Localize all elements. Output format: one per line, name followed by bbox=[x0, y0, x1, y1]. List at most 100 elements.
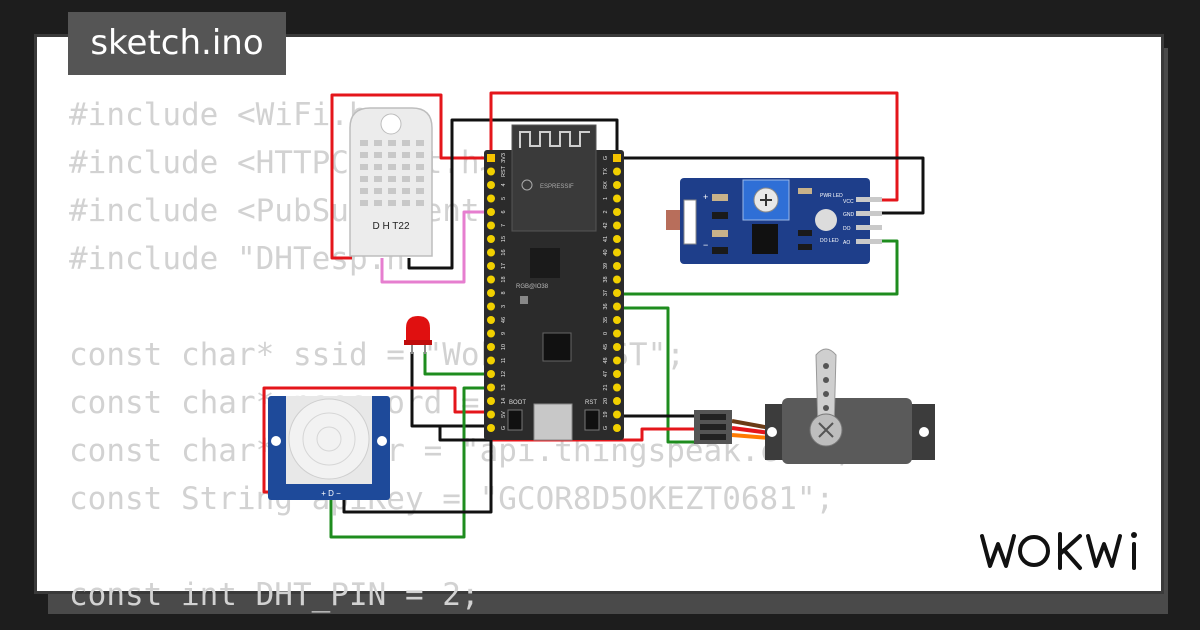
espressif-logo-icon bbox=[521, 179, 533, 191]
esp32-pin-left-10[interactable] bbox=[487, 289, 495, 297]
wire-dht-gnd[interactable] bbox=[407, 118, 619, 270]
pwr-led-label: PWR LED bbox=[820, 193, 843, 199]
wokwi-logo-text: WOKWI bbox=[976, 574, 980, 576]
esp32-pin-right-6[interactable] bbox=[613, 235, 621, 243]
reset-button[interactable] bbox=[584, 409, 600, 431]
esp32-pin-label-left-14: 10 bbox=[501, 344, 507, 350]
ldr-vcc-label: VCC bbox=[843, 199, 854, 205]
wokwi-logo: WOKWI bbox=[976, 532, 1137, 576]
esp32-pin-left-15[interactable] bbox=[487, 356, 495, 365]
esp32-pin-label-right-8: 39 bbox=[603, 263, 609, 269]
usb-chip bbox=[542, 332, 572, 362]
esp32-pin-label-right-19: 19 bbox=[603, 411, 609, 417]
esp32-pin-right-9[interactable] bbox=[613, 275, 621, 284]
esp32-pin-right-0[interactable] bbox=[613, 154, 621, 162]
esp32-pin-left-11[interactable] bbox=[487, 302, 495, 311]
rgb-led bbox=[520, 296, 528, 304]
wire-ldr-gnd[interactable] bbox=[617, 156, 925, 215]
esp32-pin-left-1[interactable] bbox=[487, 167, 495, 176]
esp32-pin-label-right-11: 36 bbox=[603, 303, 609, 309]
wire-dht-vcc[interactable] bbox=[330, 93, 491, 260]
wire-led-signal[interactable] bbox=[423, 352, 491, 376]
esp32-pin-label-right-1: TX bbox=[603, 168, 609, 175]
esp32-pin-right-15[interactable] bbox=[613, 356, 621, 365]
esp32-pin-label-right-20: G bbox=[603, 426, 609, 430]
esp32-pin-label-right-18: 20 bbox=[603, 398, 609, 404]
esp32-pin-right-12[interactable] bbox=[613, 316, 621, 324]
boot-button[interactable] bbox=[507, 409, 523, 431]
esp32-pin-right-7[interactable] bbox=[613, 248, 621, 257]
esp32-pin-right-8[interactable] bbox=[613, 262, 621, 270]
esp32-board[interactable]: ESPRESSIF RGB@IO38 BOOT RST 3V3RST456715… bbox=[484, 124, 624, 441]
esp32-pin-left-14[interactable] bbox=[487, 343, 495, 351]
esp32-pin-label-right-10: 37 bbox=[603, 290, 609, 296]
esp32-pin-right-11[interactable] bbox=[613, 302, 621, 311]
esp32-pin-left-12[interactable] bbox=[487, 316, 495, 324]
wire-dht-data[interactable] bbox=[380, 210, 491, 284]
esp32-pin-label-left-12: 46 bbox=[501, 317, 507, 323]
esp32-pin-headers: 3V3RST4567151617188346910111213145VGGTXR… bbox=[487, 153, 621, 432]
esp32-pin-label-left-6: 15 bbox=[501, 236, 507, 242]
esp32-pin-left-5[interactable] bbox=[487, 221, 495, 230]
esp32-pin-right-19[interactable] bbox=[613, 410, 621, 419]
pir-pin-labels: + D − bbox=[321, 489, 341, 498]
esp32-pin-label-left-8: 17 bbox=[501, 263, 507, 269]
esp32-pin-left-9[interactable] bbox=[487, 275, 495, 284]
esp32-pin-right-10[interactable] bbox=[613, 289, 621, 297]
esp32-pin-left-20[interactable] bbox=[487, 424, 495, 432]
esp32-pin-right-3[interactable] bbox=[613, 194, 621, 203]
ldr-socket bbox=[683, 199, 697, 245]
esp32-pin-right-1[interactable] bbox=[613, 167, 621, 176]
esp32-chip-label: ESPRESSIF bbox=[540, 184, 574, 190]
esp32-pin-label-right-7: 40 bbox=[603, 249, 609, 255]
pir-sensor[interactable]: + D − bbox=[268, 396, 390, 500]
dht22-sensor[interactable]: D H T22 bbox=[349, 107, 433, 257]
wire-servo-gnd[interactable] bbox=[615, 414, 700, 426]
esp32-pin-left-17[interactable] bbox=[487, 383, 495, 392]
esp32-pin-left-4[interactable] bbox=[487, 208, 495, 216]
esp32-pin-left-16[interactable] bbox=[487, 370, 495, 378]
esp32-pin-right-16[interactable] bbox=[613, 370, 621, 378]
esp32-pin-left-19[interactable] bbox=[487, 410, 495, 419]
red-led[interactable] bbox=[404, 316, 432, 354]
esp32-pin-right-18[interactable] bbox=[613, 397, 621, 405]
photoresistor bbox=[666, 210, 680, 230]
esp32-pin-right-4[interactable] bbox=[613, 208, 621, 216]
dht-label: D H T22 bbox=[372, 221, 409, 232]
esp32-pin-label-left-0: 3V3 bbox=[501, 153, 507, 163]
esp32-pin-label-left-15: 11 bbox=[501, 358, 507, 364]
esp32-pin-right-14[interactable] bbox=[613, 343, 621, 351]
wire-ldr-vcc[interactable] bbox=[489, 91, 899, 202]
esp32-pin-right-17[interactable] bbox=[613, 383, 621, 392]
esp32-pin-label-right-2: RX bbox=[603, 181, 609, 189]
esp32-pin-label-left-11: 3 bbox=[501, 305, 507, 308]
esp32-pin-left-6[interactable] bbox=[487, 235, 495, 243]
esp32-pin-right-2[interactable] bbox=[613, 181, 621, 189]
esp32-pin-left-7[interactable] bbox=[487, 248, 495, 257]
esp32-pin-label-left-16: 12 bbox=[501, 371, 507, 377]
code-line-11: const int DHT_PIN = 2; bbox=[69, 577, 480, 613]
wire-pir-gnd[interactable] bbox=[342, 426, 493, 514]
wire-ldr-ao[interactable] bbox=[617, 239, 899, 296]
esp32-pin-left-8[interactable] bbox=[487, 262, 495, 270]
esp32-pin-left-18[interactable] bbox=[487, 397, 495, 405]
servo-motor[interactable] bbox=[694, 348, 935, 464]
esp32-pin-label-right-6: 41 bbox=[603, 236, 609, 242]
esp32-pin-right-5[interactable] bbox=[613, 221, 621, 230]
esp32-pin-left-0[interactable] bbox=[487, 154, 495, 162]
esp32-pin-label-left-2: 4 bbox=[501, 183, 507, 186]
wire-pir-data[interactable] bbox=[329, 386, 491, 539]
file-tab[interactable]: sketch.ino bbox=[68, 12, 286, 75]
code-line-6: const char* ssid = "Wokwi-GUEST"; bbox=[69, 337, 685, 373]
esp32-pin-label-left-19: 5V bbox=[501, 411, 507, 418]
pot-screw-icon bbox=[760, 194, 772, 206]
esp32-pin-right-20[interactable] bbox=[613, 424, 621, 432]
esp32-pin-label-right-13: 0 bbox=[603, 332, 609, 335]
esp32-pin-left-3[interactable] bbox=[487, 194, 495, 203]
ldr-module[interactable]: + − PWR LED DO LED VCC GND DO AO bbox=[666, 178, 882, 264]
esp32-pin-right-13[interactable] bbox=[613, 329, 621, 338]
pir-mount-hole-right bbox=[377, 436, 387, 446]
esp32-pin-left-2[interactable] bbox=[487, 181, 495, 189]
esp32-pin-left-13[interactable] bbox=[487, 329, 495, 338]
wire-servo-signal[interactable] bbox=[617, 306, 700, 444]
